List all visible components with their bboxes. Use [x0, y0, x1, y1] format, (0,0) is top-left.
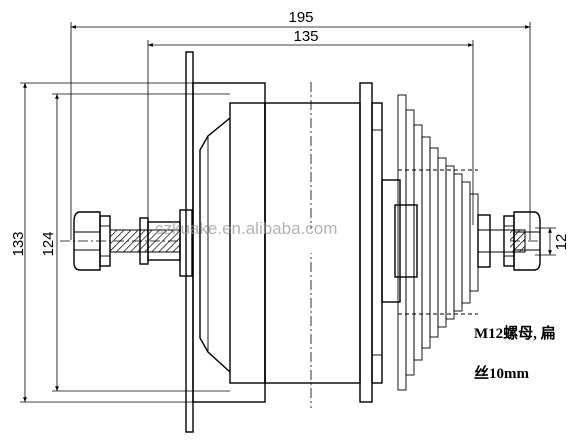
inner-diameter-label: 124: [40, 231, 57, 256]
axle-thread-label: 12: [553, 234, 570, 251]
dimension-overall-width: 195: [70, 9, 531, 240]
flange-width-label: 135: [293, 28, 318, 45]
dimension-flange-width: 135: [147, 28, 474, 225]
left-axle-nut: [73, 211, 111, 271]
left-spacers: [139, 209, 193, 277]
overall-width-label: 195: [288, 9, 313, 26]
dimension-inner-diameter: 124: [40, 93, 230, 392]
note-line-2: 丝10mm: [474, 364, 529, 382]
spec-note: M12螺母, 扁 丝10mm: [474, 324, 556, 382]
freewheel-cassette: [381, 94, 491, 391]
axle: [109, 229, 526, 253]
right-axle-nut: [503, 211, 541, 271]
note-line-1: M12螺母, 扁: [474, 324, 556, 342]
dimension-axle-thread: 12: [535, 227, 570, 256]
watermark-text: czkuake.en.alibaba.com: [155, 219, 337, 238]
outer-diameter-label: 133: [10, 231, 27, 256]
